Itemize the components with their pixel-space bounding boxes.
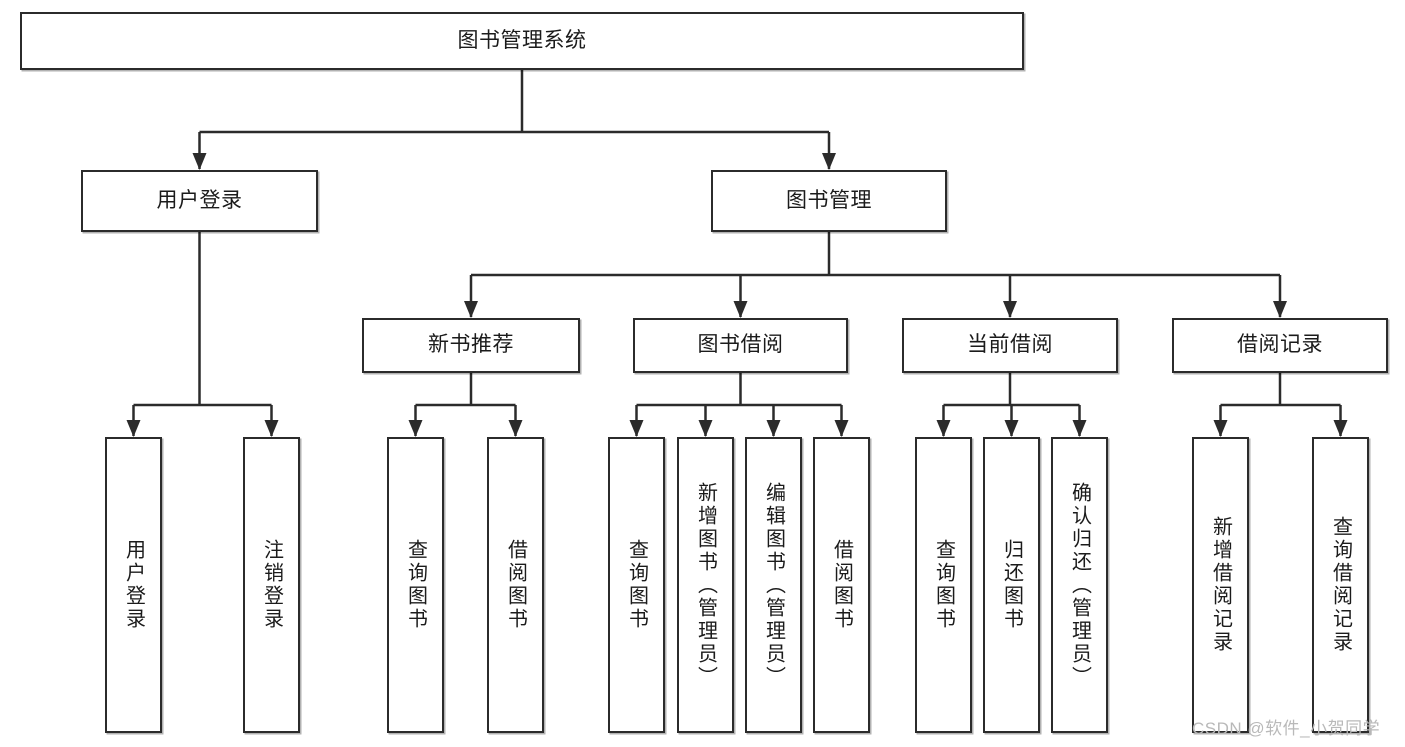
arrow-head-icon: [408, 420, 423, 437]
node-label: 图书借阅: [697, 333, 784, 357]
node-label: 借阅图书: [830, 539, 853, 631]
node-l1-book-mgmt[interactable]: 图书管理: [711, 170, 947, 232]
arrow-head-icon: [464, 301, 478, 318]
node-l2-borrow[interactable]: 图书借阅: [633, 318, 848, 373]
node-leaf-rc-add[interactable]: 新增借阅记录: [1192, 437, 1249, 733]
node-label: 用户登录: [122, 539, 145, 631]
node-label: 借阅记录: [1237, 333, 1323, 357]
node-leaf-nb-query[interactable]: 查询图书: [387, 437, 444, 733]
node-leaf-bw-add[interactable]: 新增图书（管理员）: [677, 437, 734, 733]
node-label: 借阅图书: [504, 539, 527, 631]
arrow-head-icon: [733, 301, 748, 318]
node-label: 新书推荐: [428, 333, 514, 357]
arrow-head-icon: [936, 420, 951, 437]
node-l1-user-login[interactable]: 用户登录: [81, 170, 318, 232]
node-l2-new-book[interactable]: 新书推荐: [362, 318, 580, 373]
node-l2-current[interactable]: 当前借阅: [902, 318, 1118, 373]
arrow-head-icon: [1072, 420, 1087, 437]
node-root[interactable]: 图书管理系统: [20, 12, 1024, 70]
arrow-head-icon: [822, 153, 836, 170]
arrow-head-icon: [126, 420, 141, 437]
arrow-head-icon: [766, 420, 781, 437]
arrow-head-icon: [1333, 420, 1348, 437]
node-leaf-nb-borrow[interactable]: 借阅图书: [487, 437, 544, 733]
node-label: 注销登录: [260, 539, 283, 631]
node-leaf-bw-edit[interactable]: 编辑图书（管理员）: [745, 437, 802, 733]
node-leaf-user-login[interactable]: 用户登录: [105, 437, 162, 733]
node-leaf-cb-query[interactable]: 查询图书: [915, 437, 972, 733]
node-label: 用户登录: [156, 188, 243, 212]
node-leaf-user-logout[interactable]: 注销登录: [243, 437, 300, 733]
node-label: 新增借阅记录: [1209, 516, 1232, 654]
arrow-head-icon: [1273, 301, 1287, 318]
node-label: 编辑图书（管理员）: [762, 481, 785, 689]
node-label: 查询图书: [625, 539, 648, 631]
node-leaf-cb-return[interactable]: 归还图书: [983, 437, 1040, 733]
node-label: 图书管理系统: [457, 28, 587, 52]
node-leaf-cb-confirm[interactable]: 确认归还（管理员）: [1051, 437, 1108, 733]
arrow-head-icon: [834, 420, 849, 437]
node-leaf-bw-borrow[interactable]: 借阅图书: [813, 437, 870, 733]
arrow-head-icon: [1004, 420, 1019, 437]
node-label: 确认归还（管理员）: [1068, 481, 1091, 689]
node-label: 新增图书（管理员）: [694, 481, 717, 689]
arrow-head-icon: [629, 420, 644, 437]
node-label: 图书管理: [786, 188, 872, 212]
node-label: 查询借阅记录: [1329, 516, 1352, 654]
arrow-head-icon: [1213, 420, 1228, 437]
node-label: 查询图书: [404, 539, 427, 631]
node-l2-record[interactable]: 借阅记录: [1172, 318, 1388, 373]
arrow-head-icon: [192, 153, 207, 170]
node-label: 归还图书: [1000, 539, 1023, 631]
node-label: 当前借阅: [967, 333, 1053, 357]
arrow-head-icon: [508, 420, 523, 437]
node-label: 查询图书: [932, 539, 955, 631]
arrow-head-icon: [698, 420, 713, 437]
node-leaf-bw-query[interactable]: 查询图书: [608, 437, 665, 733]
arrow-head-icon: [1003, 301, 1017, 318]
node-leaf-rc-query[interactable]: 查询借阅记录: [1312, 437, 1369, 733]
arrow-head-icon: [264, 420, 279, 437]
